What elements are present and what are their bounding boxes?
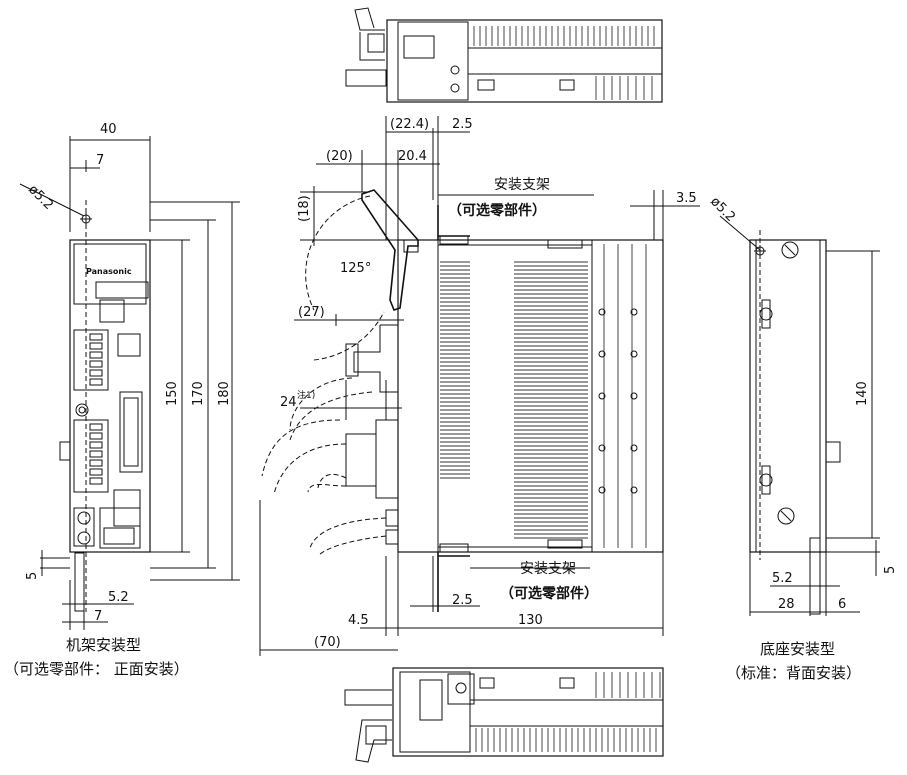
caption-base-mount: 底座安装型 [760, 640, 835, 658]
connector-pin [89, 351, 103, 359]
brand-logo: Panasonic [86, 267, 132, 276]
side-dot [598, 486, 606, 494]
dim-front-5: 5 [25, 572, 40, 580]
dim-back-140: 140 [855, 381, 870, 406]
dim-side-27: (27) [298, 305, 325, 320]
dim-side-70: (70) [314, 635, 341, 650]
dim-back-52: 5.2 [772, 571, 793, 586]
dim-side-25-top: 2.5 [452, 117, 473, 132]
front-view: Panasonic [59, 200, 151, 612]
bracket-top-label: 安装支架 [494, 177, 550, 193]
connector-pin [89, 342, 103, 350]
side-dot [630, 444, 638, 452]
caption-base-mount-note: （标准：背面安装） [726, 664, 861, 682]
connector-pin [89, 423, 103, 431]
connector-pin [89, 468, 103, 476]
connector-pin [89, 450, 103, 458]
note-mark: 注1) [297, 389, 315, 401]
dim-front-52: 5.2 [108, 590, 129, 605]
side-dot [598, 308, 606, 316]
side-dot [598, 444, 606, 452]
dim-front-170: 170 [191, 381, 206, 406]
side-dot [598, 350, 606, 358]
connector-pin [89, 369, 103, 377]
connector-pin [89, 333, 103, 341]
back-view [749, 230, 841, 615]
bracket-bottom-note: （可选零部件） [500, 585, 598, 602]
side-view-cables [261, 195, 387, 557]
dim-back-hole: ø5.2 [707, 194, 738, 225]
connector-pin [89, 477, 103, 485]
side-dimensions [259, 116, 700, 656]
front-dimensions [19, 136, 240, 630]
dim-front-hole-offset: 7 [96, 153, 104, 168]
dim-back-5: 5 [883, 566, 898, 574]
dim-side-angle: 125° [340, 261, 371, 276]
dim-side-20: (20) [326, 149, 353, 164]
connector-pin [89, 360, 103, 368]
connector-pin [89, 378, 103, 386]
bottom-view [344, 667, 664, 763]
dim-side-130: 130 [518, 613, 543, 628]
caption-rack-mount-note: （可选零部件： 正面安装） [4, 660, 189, 678]
bracket-bottom-label: 安装支架 [520, 561, 576, 577]
dim-side-25-bottom: 2.5 [452, 593, 473, 608]
connector-pin [89, 432, 103, 440]
dim-side-24: 24 [280, 395, 297, 410]
side-dot [598, 392, 606, 400]
side-view [345, 189, 664, 612]
bracket-top-note: （可选零部件） [448, 202, 546, 219]
dim-side-204: 20.4 [398, 149, 427, 164]
dim-back-6: 6 [838, 597, 846, 612]
top-view [345, 7, 663, 103]
caption-rack-mount: 机架安装型 [66, 636, 141, 654]
side-dot [630, 308, 638, 316]
side-dot [630, 486, 638, 494]
dim-front-7: 7 [94, 609, 102, 624]
connector-pin [89, 459, 103, 467]
side-dot [630, 392, 638, 400]
connector-pin [89, 441, 103, 449]
dim-side-18: (18) [297, 195, 312, 222]
dim-front-hole: ø5.2 [25, 182, 56, 213]
dim-front-150: 150 [165, 381, 180, 406]
dim-back-28: 28 [778, 597, 795, 612]
side-dot [630, 350, 638, 358]
back-dimensions [719, 215, 880, 616]
dim-side-45: 4.5 [348, 613, 369, 628]
dim-front-180: 180 [217, 381, 232, 406]
dim-front-width: 40 [100, 122, 117, 137]
dim-side-35: 3.5 [676, 191, 697, 206]
dim-side-224: (22.4) [390, 117, 429, 132]
